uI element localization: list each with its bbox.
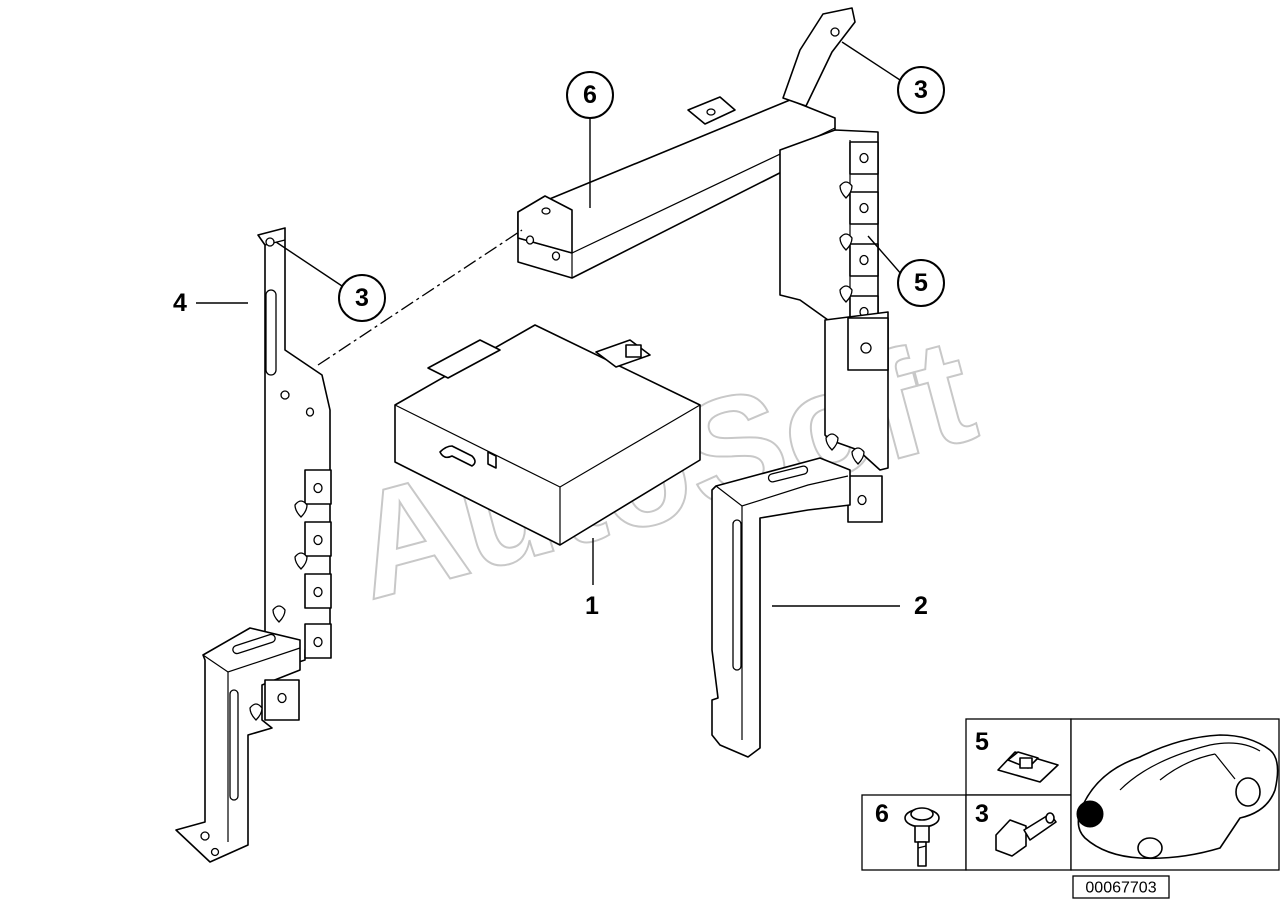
screw-icon bbox=[904, 807, 940, 867]
inset-panel: 5 6 3 bbox=[861, 718, 1280, 899]
callout-3-top: 3 bbox=[841, 41, 945, 114]
reference-number-box bbox=[1072, 875, 1170, 899]
reference-number: 00067703 bbox=[1085, 880, 1156, 897]
callout-5: 5 bbox=[867, 235, 945, 307]
label-2-text: 2 bbox=[914, 592, 928, 620]
label-4: 4 bbox=[173, 289, 248, 317]
callout-3-left: 3 bbox=[275, 241, 386, 322]
left-bracket bbox=[175, 227, 332, 863]
label-1: 1 bbox=[585, 538, 599, 620]
callout-3-left-label: 3 bbox=[355, 284, 369, 312]
bolt-icon bbox=[995, 812, 1057, 857]
callout-5-label: 5 bbox=[914, 269, 928, 297]
callout-6-label: 6 bbox=[583, 81, 597, 109]
inset-label-3: 3 bbox=[975, 800, 989, 828]
label-2: 2 bbox=[772, 592, 928, 620]
inset-cell-screw-6 bbox=[861, 794, 967, 871]
clip-nut-icon bbox=[997, 751, 1059, 783]
control-unit bbox=[394, 324, 701, 546]
callout-6: 6 bbox=[566, 71, 614, 208]
label-1-text: 1 bbox=[585, 592, 599, 620]
dash-dot-alignment-line bbox=[317, 229, 523, 366]
inset-label-5: 5 bbox=[975, 728, 989, 756]
upper-bracket bbox=[517, 7, 879, 331]
car-location-icon bbox=[1076, 734, 1279, 860]
label-4-text: 4 bbox=[173, 289, 187, 317]
right-bracket bbox=[711, 311, 889, 758]
callout-3-top-label: 3 bbox=[914, 76, 928, 104]
inset-label-6: 6 bbox=[875, 800, 889, 828]
